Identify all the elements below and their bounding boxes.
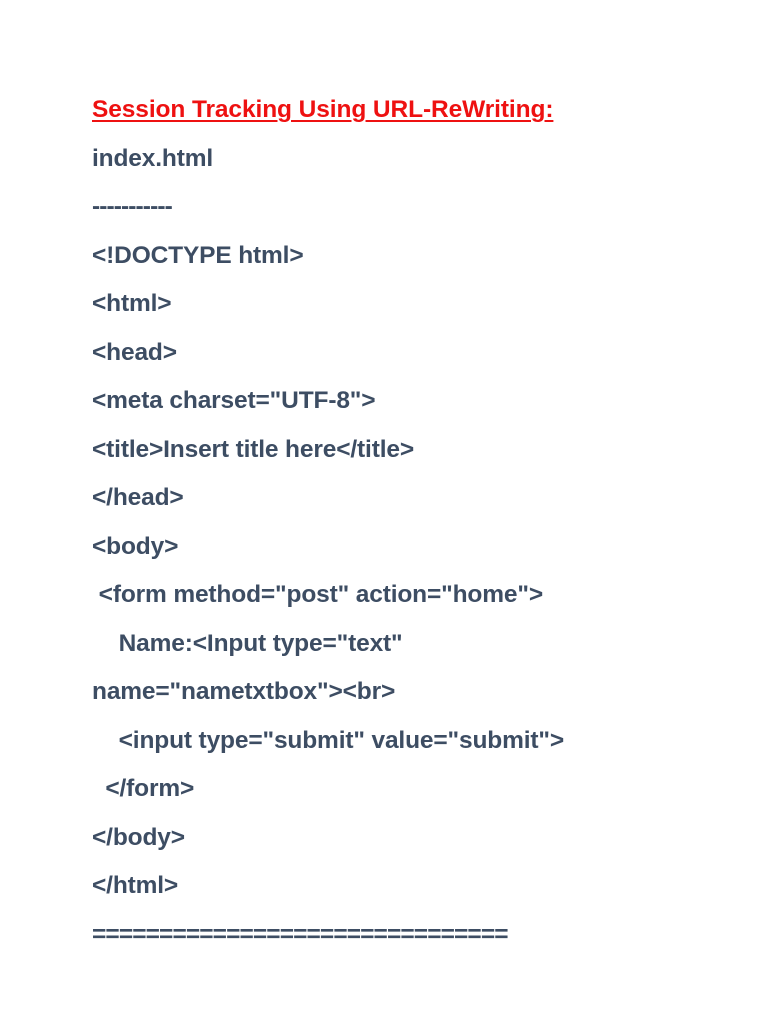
code-line-html-open: <html> [92,290,172,317]
code-line-head-close: </head> [92,484,184,511]
code-line-html-close: </html> [92,872,179,899]
page-title: Session Tracking Using URL-ReWriting: [92,86,712,135]
page-title-text: Session Tracking Using URL-ReWriting: [92,96,554,123]
code-line-meta-charset: <meta charset="UTF-8"> [92,387,376,414]
document-content: Session Tracking Using URL-ReWriting: in… [92,86,712,959]
code-line-head-open: <head> [92,338,177,366]
code-line-name-input-wrap: name="nametxtbox"><br> [92,678,396,705]
code-line-name-input: Name:<Input type="text" [92,629,403,657]
code-line-doctype: <!DOCTYPE html> [92,241,304,269]
code-line-body-open: <body> [92,532,179,560]
dash-separator: ----------- [92,193,173,220]
code-line-form-close: </form> [92,775,195,802]
code-line-submit-input: <input type="submit" value="submit"> [92,726,565,754]
filename-line: index.html [92,144,214,172]
code-line-body-close: </body> [92,823,185,851]
equals-separator: =============================== [92,920,509,948]
code-line-form-open: <form method="post" action="home"> [92,581,543,608]
code-line-title: <title>Insert title here</title> [92,435,414,463]
